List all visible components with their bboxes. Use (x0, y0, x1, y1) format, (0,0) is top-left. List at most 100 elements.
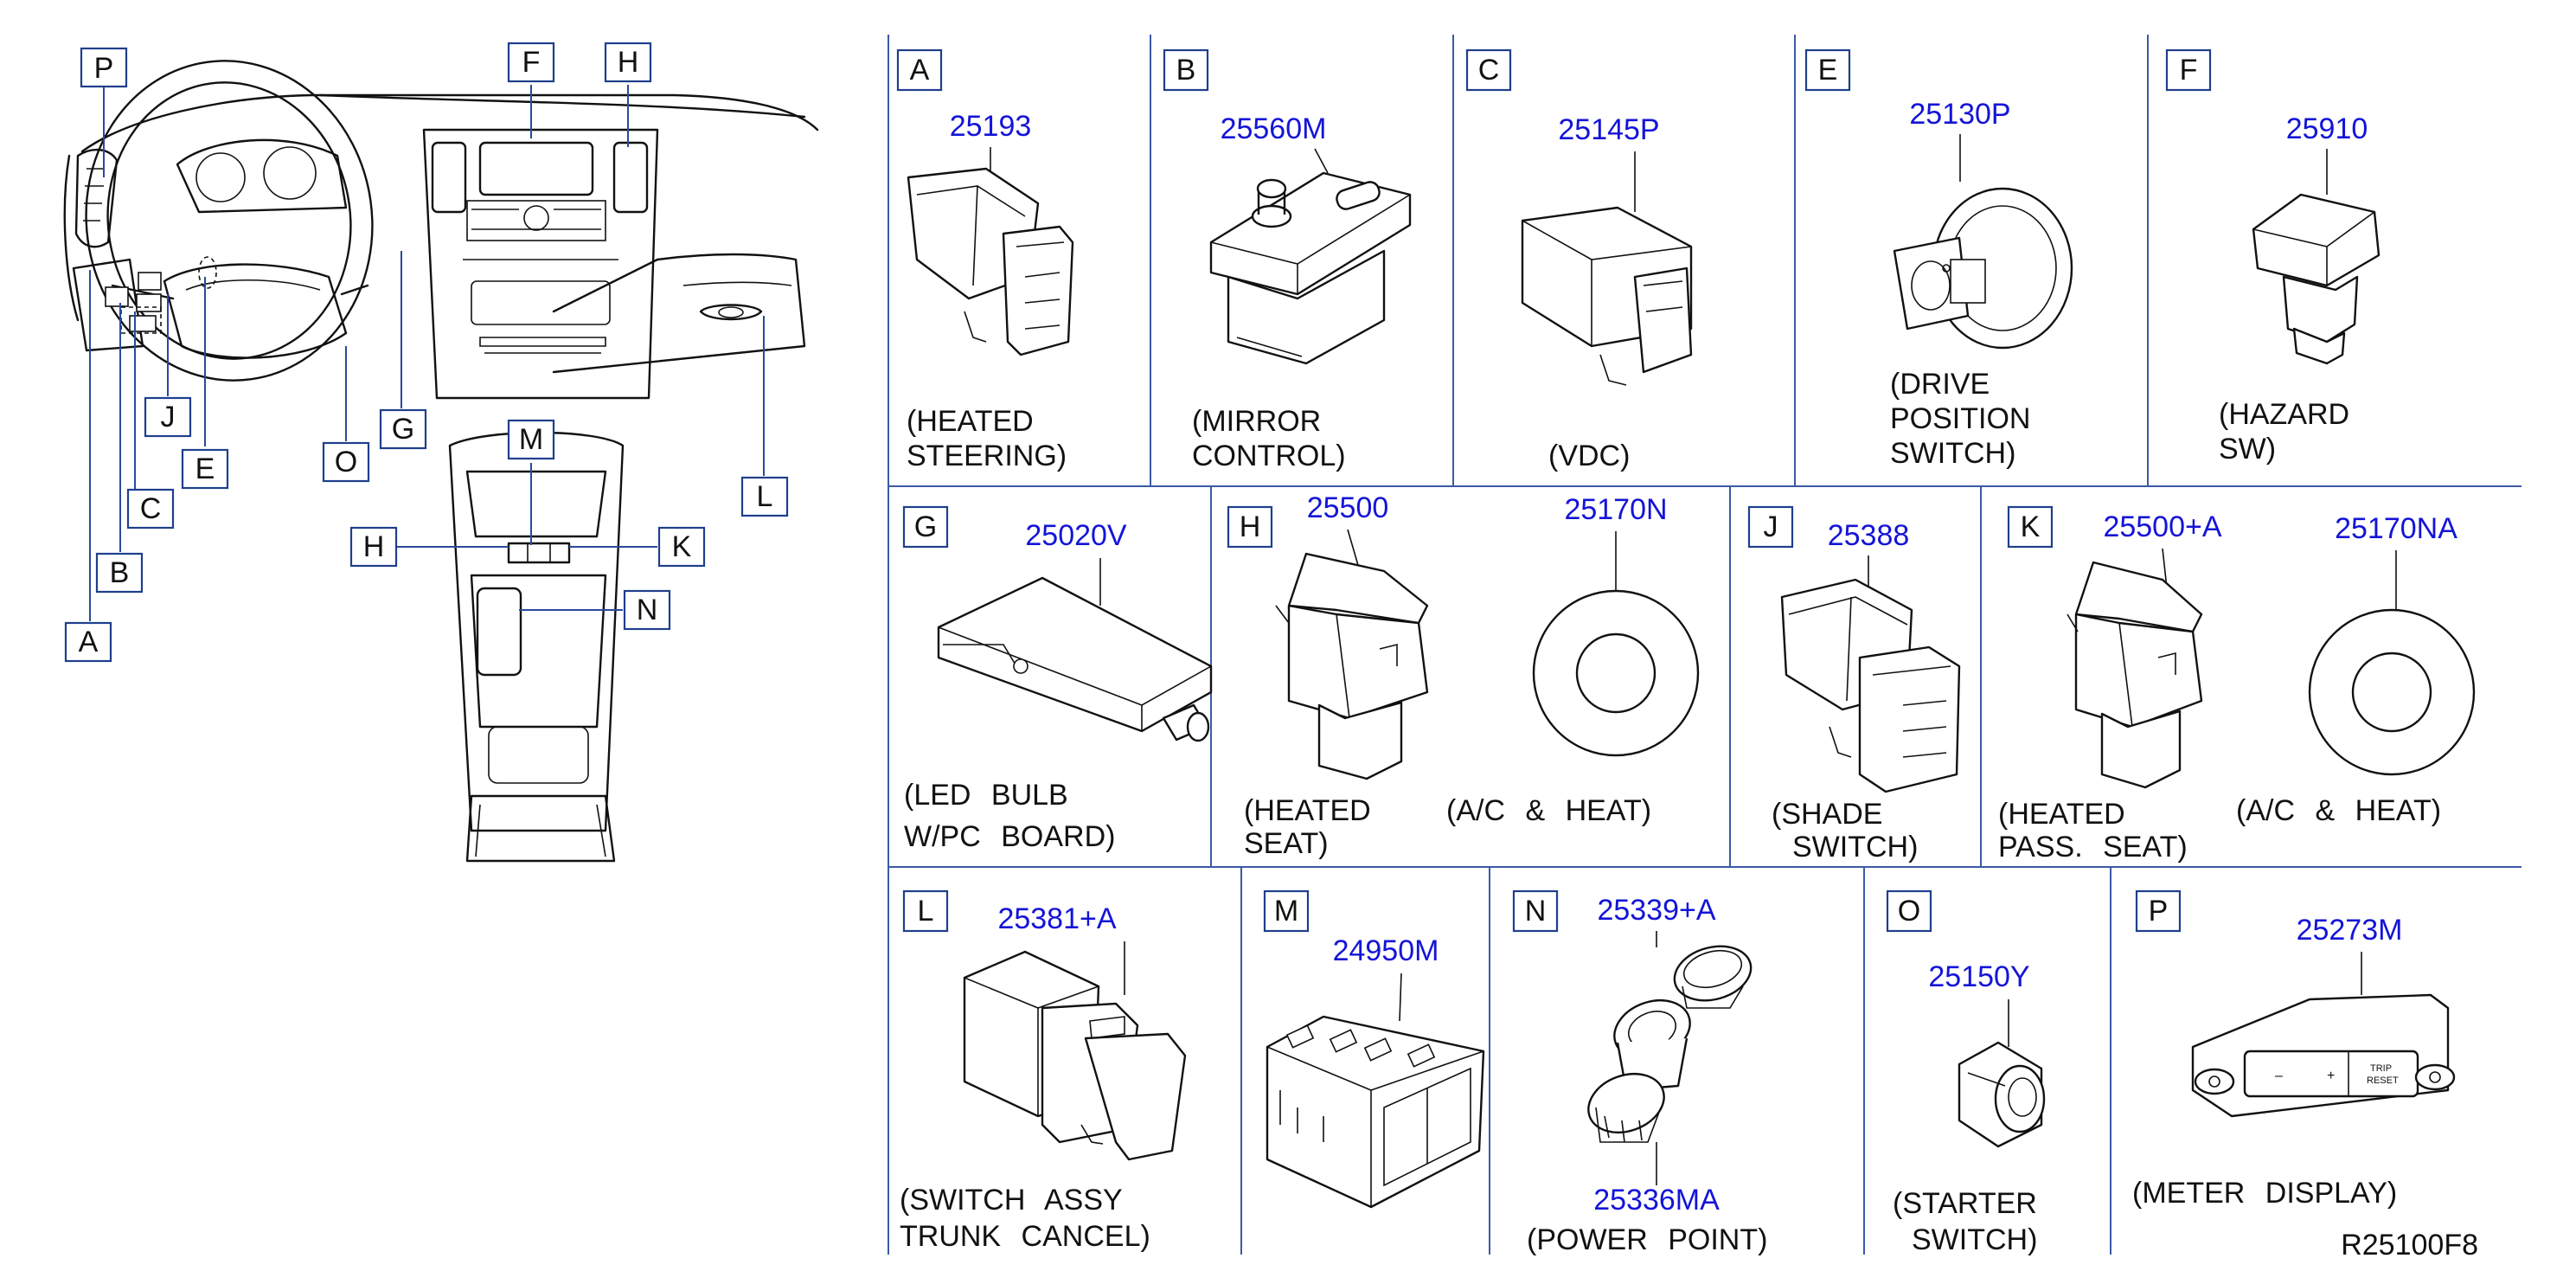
callout-p: P (80, 47, 128, 88)
panel-p-desc-line1: (METER DISPLAY) (2132, 1177, 2397, 1210)
usb-hub-illustration (1266, 1015, 1485, 1209)
svg-text:H: H (618, 46, 639, 79)
panel-n-part-number-socket: 25336MA (1593, 1184, 1720, 1217)
meter-display-switch-illustration: – + TRIP RESET (2191, 993, 2456, 1118)
panel-l-desc-line1: (SWITCH ASSY (900, 1184, 1123, 1217)
panel-f-part-number: 25910 (2286, 112, 2368, 145)
callout-a: A (64, 621, 112, 663)
panel-g-part-number: 25020V (1025, 519, 1127, 552)
svg-text:B: B (110, 556, 130, 589)
panel-e-desc-line3: SWITCH) (1890, 437, 2015, 470)
panel-b-desc-line2: CONTROL) (1192, 440, 1346, 472)
meter-plus-label: + (2327, 1069, 2335, 1083)
panel-f-desc-line2: SW) (2219, 433, 2276, 465)
meter-trip-label: TRIP (2370, 1063, 2392, 1074)
panel-k-part-number-finisher: 25170NA (2335, 512, 2457, 545)
panel-k-letter: K (2021, 510, 2041, 543)
panel-h: H 25500 25170N (HEATED SEAT) (A/C & HEAT… (1227, 491, 1700, 860)
callout-j: J (144, 396, 192, 438)
panel-j-desc-line2: SWITCH) (1792, 831, 1918, 863)
panel-e-desc-line1: (DRIVE (1890, 368, 1990, 401)
svg-text:P: P (94, 52, 114, 85)
panel-c-letter: C (1478, 54, 1500, 87)
power-point-cap-illustration (1673, 945, 1753, 1009)
reference-code: R25100F8 (2341, 1229, 2478, 1262)
overview-callouts: P F H J E C B A G O M L H K N (64, 42, 789, 663)
panel-a-letter: A (910, 54, 930, 87)
panel-n-part-number-cap: 25339+A (1597, 894, 1715, 927)
svg-text:M: M (519, 423, 543, 456)
panel-h-desc-line1: (HEATED (1244, 794, 1371, 827)
heated-pass-seat-finisher-ring-illustration (2308, 608, 2476, 776)
heated-pass-seat-switch-illustration (2067, 561, 2203, 789)
panel-l-letter: L (918, 895, 934, 928)
panel-j-part-number: 25388 (1828, 519, 1910, 552)
panel-j-desc-line1: (SHADE (1772, 798, 1882, 831)
svg-text:H: H (363, 530, 385, 563)
callout-o: O (322, 441, 370, 483)
panel-m-letter: M (1274, 895, 1298, 928)
panel-b-letter: B (1176, 54, 1196, 87)
starter-switch-illustration (1958, 1041, 2046, 1148)
panel-p: P 25273M – + TRIP RESET (METER DISPLAY) (2132, 889, 2456, 1210)
panel-k-part-number-switch: 25500+A (2103, 510, 2221, 543)
callout-k: K (657, 526, 706, 568)
callout-h: H (349, 526, 398, 568)
panel-o-letter: O (1898, 895, 1920, 928)
heated-steering-switch-illustration (907, 167, 1074, 356)
panel-n: N 25339+A 25336MA (POWER POINT) (1512, 889, 1767, 1256)
dashboard-overview (63, 60, 819, 863)
svg-text:F: F (522, 46, 541, 79)
heated-seat-finisher-ring-illustration (1532, 589, 1700, 757)
panel-g: G 25020V (LED BULB W/PC BOARD) (902, 505, 1213, 853)
svg-text:L: L (757, 480, 773, 513)
panel-l-desc-line2: TRUNK CANCEL) (900, 1220, 1150, 1253)
heated-seat-switch-illustration (1275, 552, 1429, 780)
panel-h-part-number-switch: 25500 (1307, 491, 1389, 524)
panel-o: O 25150Y (STARTER SWITCH) (1886, 889, 2046, 1256)
panel-o-desc-line2: SWITCH) (1912, 1223, 2037, 1256)
panel-c-desc-line1: (VDC) (1548, 440, 1630, 472)
panel-h-desc-line2: SEAT) (1244, 827, 1329, 860)
panel-p-part-number: 25273M (2297, 914, 2403, 947)
panel-f: F 25910 (HAZARD SW) (2165, 48, 2381, 465)
panel-k-desc-line2: PASS. SEAT) (1998, 831, 2188, 863)
panel-j: J 25388 (SHADE SWITCH) (1747, 505, 1961, 863)
panel-f-letter: F (2180, 54, 2198, 87)
svg-text:G: G (392, 413, 414, 446)
svg-text:C: C (140, 492, 162, 525)
panel-g-letter: G (914, 510, 937, 543)
panel-o-part-number: 25150Y (1928, 960, 2029, 993)
meter-minus-label: – (2275, 1069, 2283, 1083)
svg-text:E: E (195, 453, 215, 485)
panel-a-desc-line1: (HEATED (907, 405, 1034, 438)
svg-text:A: A (79, 626, 99, 658)
callout-e: E (181, 448, 229, 490)
panel-b-part-number: 25560M (1221, 112, 1327, 145)
panel-h-desc-ac-heat: (A/C & HEAT) (1446, 794, 1651, 827)
mirror-control-switch-illustration (1209, 171, 1412, 365)
panel-e: E 25130P (DRIVE POSITION SWITCH) (1804, 48, 2073, 470)
panel-n-letter: N (1525, 895, 1547, 928)
panel-a-part-number: 25193 (950, 110, 1032, 143)
led-bulb-pc-board-illustration (937, 576, 1213, 742)
meter-reset-label: RESET (2367, 1075, 2399, 1086)
panel-g-desc-line2: W/PC BOARD) (904, 820, 1115, 853)
callout-l: L (740, 476, 789, 517)
panel-f-desc-line1: (HAZARD (2219, 398, 2349, 431)
callout-b: B (95, 552, 144, 594)
panel-e-desc-line2: POSITION (1890, 402, 2030, 435)
trunk-cancel-switch-illustration (963, 950, 1187, 1161)
overview-leaders (89, 85, 765, 621)
panel-c: C 25145P (VDC) (1465, 48, 1693, 472)
panel-j-letter: J (1764, 510, 1778, 543)
svg-text:J: J (161, 401, 176, 433)
panel-m: M 24950M (1263, 889, 1485, 1209)
callout-f-bottom: G (379, 408, 427, 450)
drive-position-switch-illustration (1893, 187, 2073, 350)
panel-b: B 25560M (MIRROR CONTROL) (1163, 48, 1412, 472)
panel-o-desc-line1: (STARTER (1893, 1187, 2037, 1220)
callout-n: N (623, 589, 671, 631)
panel-k: K 25500+A 25170NA (HEATED PASS. SEAT) (A… (1998, 505, 2476, 863)
